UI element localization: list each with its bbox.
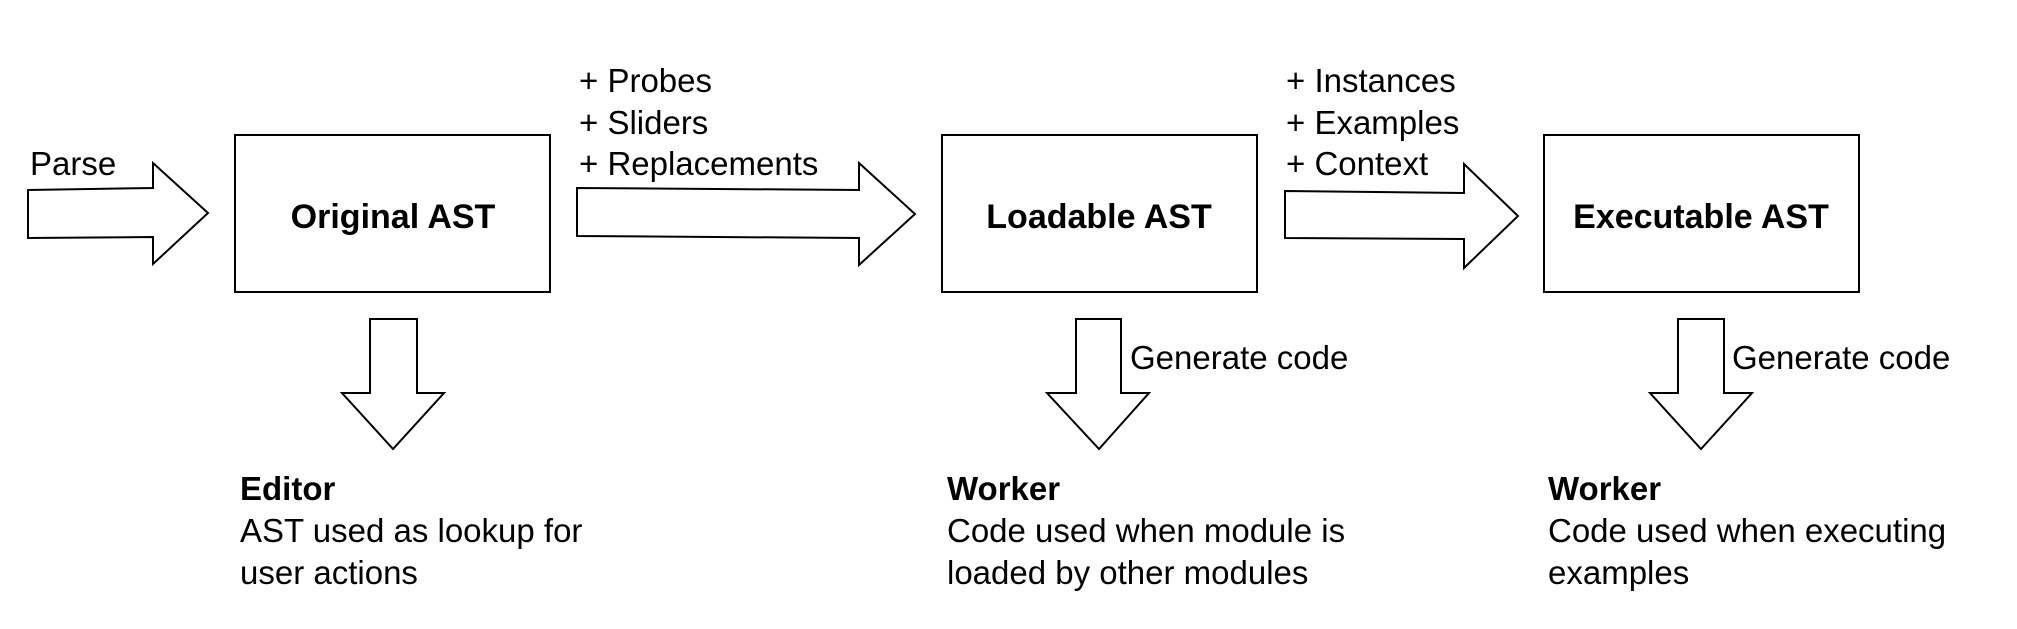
parse-label: Parse: [30, 145, 116, 182]
worker-loadable-desc-line-2: loaded by other modules: [947, 554, 1308, 591]
editor-desc-line-1: AST used as lookup for: [240, 512, 582, 549]
step1-replacements-label: + Replacements: [579, 145, 818, 182]
loadable-ast-label: Loadable AST: [986, 198, 1212, 236]
step2-examples-label: + Examples: [1286, 104, 1459, 141]
editor-desc-line-2: user actions: [240, 554, 418, 591]
editor-output-arrow: [339, 318, 447, 451]
worker-loadable-title: Worker: [947, 470, 1060, 507]
parse-arrow: [27, 160, 210, 267]
step2-instances-label: + Instances: [1286, 62, 1456, 99]
executable-ast-box: [1543, 134, 1860, 293]
executable-generate-arrow: [1647, 318, 1755, 451]
original-ast-box: [234, 134, 551, 293]
worker-executable-title: Worker: [1548, 470, 1661, 507]
editor-title: Editor: [240, 470, 335, 507]
loadable-ast-box: [941, 134, 1258, 293]
worker-executable-desc-line-2: examples: [1548, 554, 1689, 591]
step1-sliders-label: + Sliders: [579, 104, 708, 141]
step1-probes-label: + Probes: [579, 62, 712, 99]
loadable-generate-arrow: [1044, 318, 1152, 451]
executable-ast-label: Executable AST: [1573, 198, 1829, 236]
worker-executable-desc-line-1: Code used when executing: [1548, 512, 1946, 549]
generate-code-loadable-label: Generate code: [1130, 339, 1348, 376]
loadable-step-arrow: [576, 160, 917, 268]
original-ast-label: Original AST: [291, 198, 496, 236]
worker-loadable-desc-line-1: Code used when module is: [947, 512, 1345, 549]
step2-context-label: + Context: [1286, 145, 1428, 182]
generate-code-executable-label: Generate code: [1732, 339, 1950, 376]
executable-step-arrow: [1284, 161, 1520, 271]
